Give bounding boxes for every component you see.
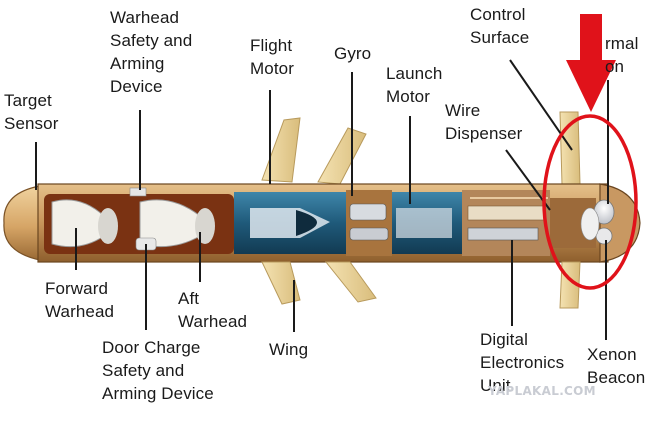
wing-upper-right: [317, 127, 367, 185]
label-digital-electronics-unit: Digital Electronics Unit: [480, 330, 565, 395]
label-wire-dispenser: Wire Dispenser: [445, 101, 523, 143]
label-gyro: Gyro: [334, 44, 372, 63]
red-arrow-icon: [566, 14, 616, 112]
wing-lower-left: [261, 261, 301, 305]
label-launch-motor: Launch Motor: [386, 64, 443, 106]
highlight-ellipse: [542, 114, 638, 290]
label-flight-motor: Flight Motor: [250, 36, 294, 78]
label-thermal-beacon: rmal on: [605, 34, 639, 76]
wing-upper-left: [261, 117, 301, 183]
label-xenon-beacon: Xenon Beacon: [587, 345, 646, 387]
label-control-surface: Control Surface: [470, 5, 530, 47]
wing-lower-right: [324, 261, 377, 303]
label-wing: Wing: [269, 340, 309, 359]
label-aft-warhead: Aft Warhead: [178, 289, 248, 331]
label-warhead-safety-arming-device: Warhead Safety and Arming Device: [110, 8, 193, 96]
watermark: YAPLAKAL.COM: [488, 384, 596, 398]
label-forward-warhead: Forward Warhead: [45, 279, 115, 321]
label-door-charge-safety-arming-device: Door Charge Safety and Arming Device: [102, 338, 214, 403]
label-target-sensor: Target Sensor: [4, 91, 59, 133]
